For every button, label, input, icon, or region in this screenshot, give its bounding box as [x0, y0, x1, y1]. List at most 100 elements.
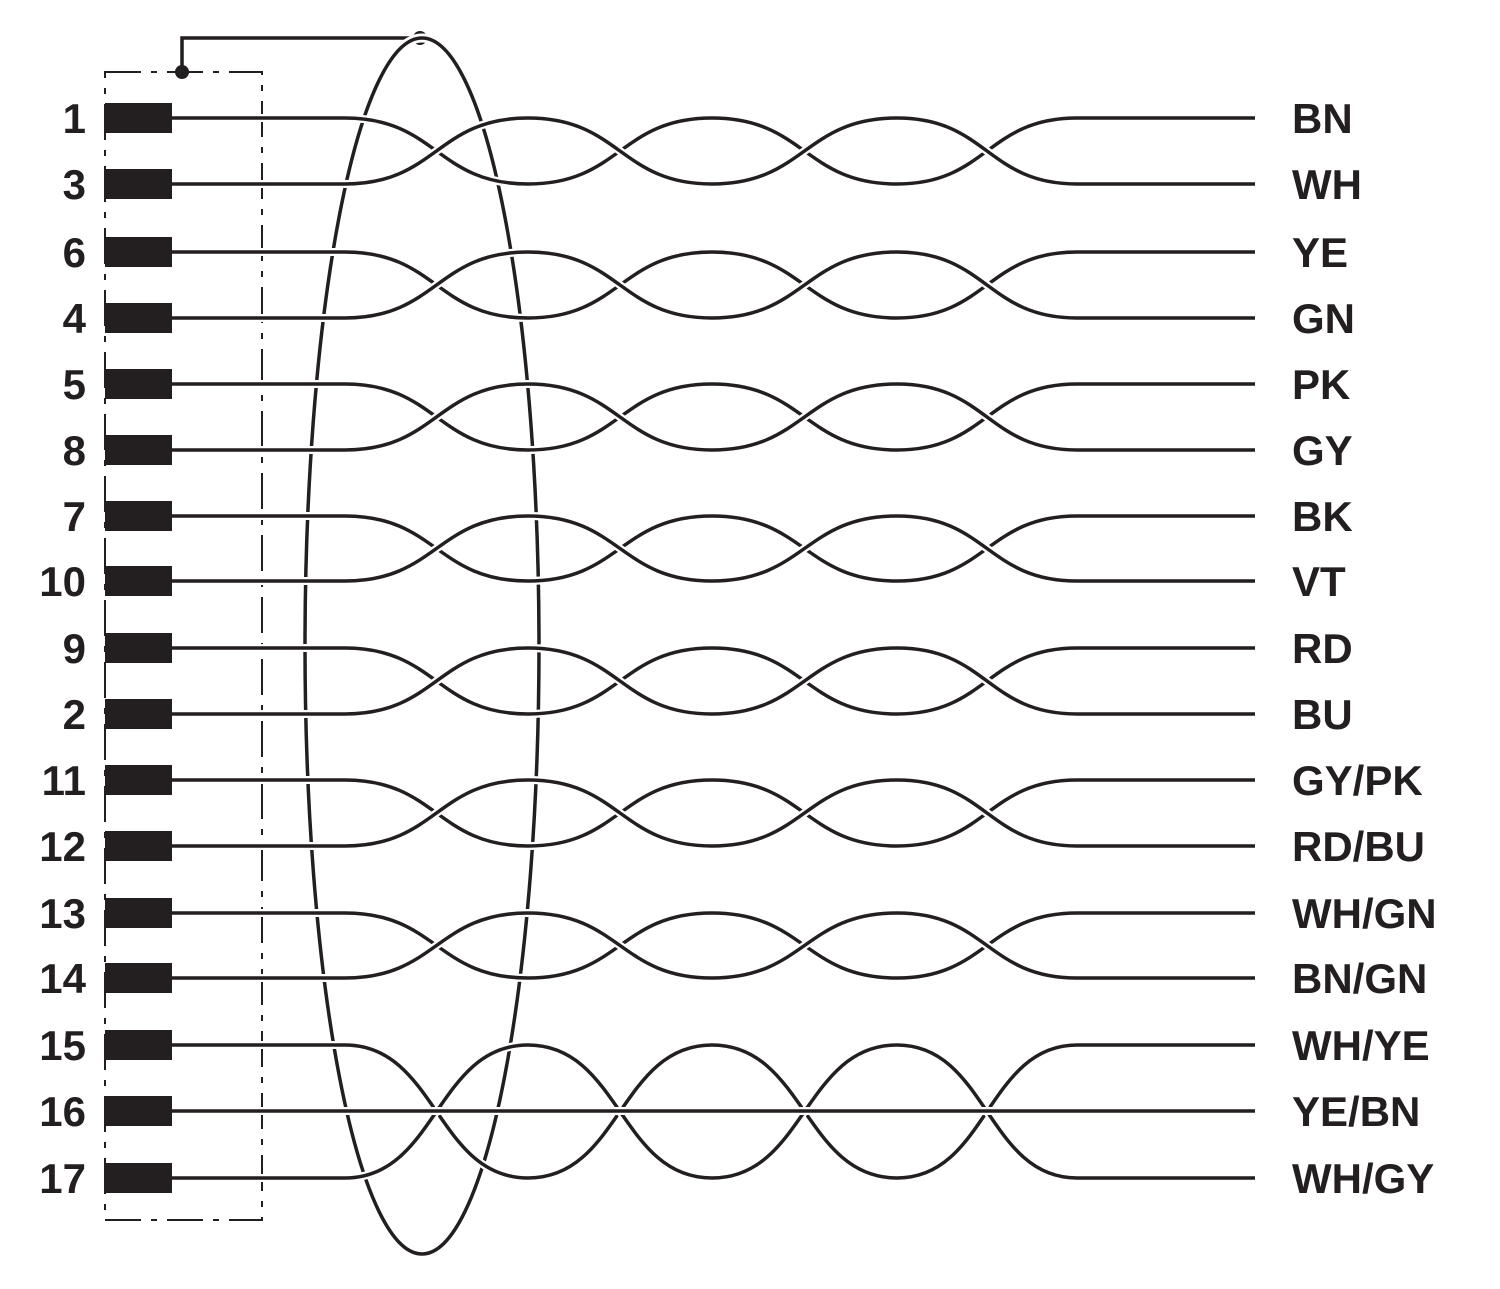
pin-contact: [105, 369, 172, 399]
pin-contact: [105, 103, 172, 133]
twisted-pair-wire: [172, 116, 1255, 186]
wire-color-label: BU: [1292, 691, 1353, 738]
pin-row: 2 BU: [63, 691, 1353, 738]
wire-gap: [172, 775, 1255, 851]
pin-number: 1: [63, 95, 86, 142]
pin-number: 12: [39, 823, 86, 870]
wire-gap: [172, 511, 1255, 586]
pin-number: 17: [39, 1155, 86, 1202]
wire-color-label: YE: [1292, 229, 1348, 276]
pin-contact: [105, 699, 172, 729]
wire-gap: [172, 643, 1255, 719]
pin-number: 3: [63, 161, 86, 208]
pin-row: 14 BN/GN: [39, 955, 1427, 1002]
pin-number: 8: [63, 427, 86, 474]
pin-number: 4: [63, 295, 87, 342]
pin-number: 10: [39, 558, 86, 605]
pin-contact: [105, 831, 172, 861]
shield-drain-wire: [180, 36, 420, 72]
wire-color-label: BN: [1292, 95, 1353, 142]
twisted-pair-wire: [172, 778, 1255, 848]
pin-number: 11: [42, 757, 86, 804]
twisted-pair-wire: [172, 250, 1255, 320]
twisted-pair-wire: [172, 382, 1255, 452]
shield-connection-dot: [175, 65, 189, 79]
wire-color-label: RD: [1292, 625, 1353, 672]
pin-number: 9: [63, 625, 86, 672]
pin-number: 5: [63, 361, 86, 408]
pin-row: 6 YE: [63, 229, 1348, 276]
wire-gap: [172, 113, 1255, 189]
pin-row: 3 WH: [63, 161, 1362, 208]
wire-color-label: RD/BU: [1292, 823, 1425, 870]
pin-number: 14: [39, 955, 86, 1002]
wire-color-label: BN/GN: [1292, 955, 1427, 1002]
twisted-pair-wire: [172, 646, 1255, 716]
wire-color-label: PK: [1292, 361, 1350, 408]
wire-color-label: GY: [1292, 427, 1353, 474]
twisted-triple-wire: [172, 1043, 1255, 1180]
pin-row: 13 WH/GN: [39, 890, 1436, 937]
twisted-pair-wire: [172, 250, 1255, 320]
wire-gap: [172, 379, 1255, 455]
pin-contact: [105, 1030, 172, 1060]
wire-gap: [172, 379, 1255, 455]
pin-row: 11 GY/PK: [42, 757, 1423, 804]
twisted-pair-wire: [172, 382, 1255, 452]
pin-row: 16 YE/BN: [39, 1088, 1420, 1135]
pin-number: 13: [39, 890, 86, 937]
wire-gap: [172, 775, 1255, 851]
pin-row: 5 PK: [63, 361, 1351, 408]
wire-color-label: WH/YE: [1292, 1022, 1430, 1069]
wire-gap: [172, 511, 1255, 586]
pin-row: 10 VT: [39, 558, 1346, 605]
cable-shield: [175, 31, 544, 1259]
pin-contact: [105, 1163, 172, 1193]
wire-gap: [172, 643, 1255, 719]
pin-number: 16: [39, 1088, 86, 1135]
pin-row: 4 GN: [63, 295, 1355, 342]
twisted-pair-wire: [172, 911, 1255, 980]
wire-color-label: WH: [1292, 161, 1362, 208]
wire-color-label: WH/GN: [1292, 890, 1437, 937]
pin-row: 17 WH/GY: [39, 1155, 1434, 1202]
pin-contact: [105, 169, 172, 199]
pin-contact: [105, 501, 172, 531]
pin-row: 15 WH/YE: [39, 1022, 1429, 1069]
twisted-pair-wire: [172, 116, 1255, 186]
pin-contact: [105, 435, 172, 465]
pin-row: 8 GY: [63, 427, 1353, 474]
pin-number: 2: [63, 691, 86, 738]
wire-gap: [172, 908, 1255, 983]
pin-row: 12 RD/BU: [39, 823, 1425, 870]
pin-number: 7: [63, 493, 86, 540]
pin-row: 7 BK: [63, 493, 1353, 540]
wire-color-label: GY/PK: [1292, 757, 1423, 804]
wire-gap: [172, 908, 1255, 983]
wire-color-label: VT: [1292, 558, 1346, 605]
twisted-pair-wire: [172, 911, 1255, 980]
wire-color-label: YE/BN: [1292, 1088, 1420, 1135]
pin-number: 6: [63, 229, 86, 276]
pin-contact: [105, 566, 172, 596]
pin-contact: [105, 1096, 172, 1126]
twisted-pair-wire: [172, 514, 1255, 583]
pin-contact: [105, 765, 172, 795]
pin-contact: [105, 237, 172, 267]
twisted-pair-wire: [172, 778, 1255, 848]
wire-gap: [172, 113, 1255, 189]
pin-contact: [105, 303, 172, 333]
pin-row: 1 BN: [63, 95, 1353, 142]
pin-number: 15: [39, 1022, 86, 1069]
wire-color-label: WH/GY: [1292, 1155, 1434, 1202]
twisted-pair-wire: [172, 514, 1255, 583]
pin-contact: [105, 898, 172, 928]
twisted-pair-wire: [172, 646, 1255, 716]
wire-color-label: GN: [1292, 295, 1355, 342]
twisted-triple-wire: [172, 1043, 1255, 1180]
pin-contact: [105, 633, 172, 663]
wire-color-label: BK: [1292, 493, 1353, 540]
pin-row: 9 RD: [63, 625, 1353, 672]
